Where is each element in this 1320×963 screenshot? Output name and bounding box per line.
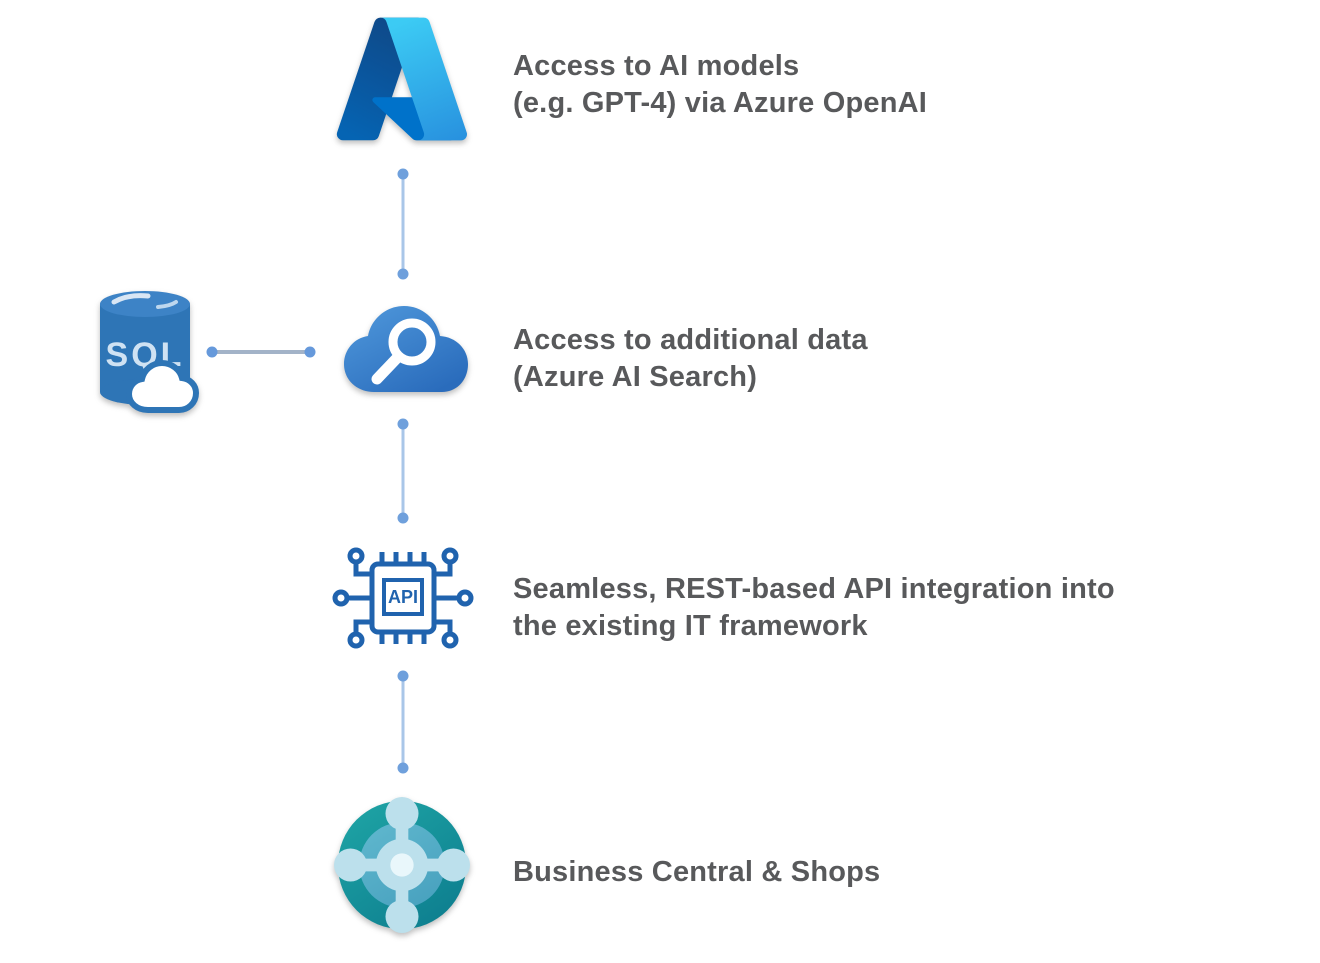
azure-ai-search-icon xyxy=(330,292,482,410)
api-chip-graphic: API xyxy=(332,547,474,649)
caption-business-central-line1: Business Central & Shops xyxy=(513,856,881,888)
magnifier-icon xyxy=(388,318,436,366)
caption-azure-openai-line1: Access to AI models xyxy=(513,50,800,82)
caption-azure-openai-line2: (e.g. GPT-4) via Azure OpenAI xyxy=(513,87,928,119)
api-label: API xyxy=(388,587,418,607)
caption-azure-openai: Access to AI models (e.g. GPT-4) via Azu… xyxy=(513,48,927,122)
business-central-graphic xyxy=(334,797,470,933)
caption-business-central: Business Central & Shops xyxy=(513,854,880,891)
business-central-icon xyxy=(334,796,470,934)
caption-ai-search-line2: (Azure AI Search) xyxy=(513,361,758,393)
connector-azure-to-search xyxy=(397,168,409,280)
azure-logo-graphic xyxy=(336,17,468,141)
caption-api-integration-line2: the existing IT framework xyxy=(513,610,868,642)
sql-database-icon: SQL xyxy=(92,286,210,416)
caption-api-integration-line1: Seamless, REST-based API integration int… xyxy=(513,573,1115,605)
api-chip-icon: API xyxy=(324,542,480,658)
connector-search-to-api xyxy=(397,418,409,524)
caption-ai-search: Access to additional data (Azure AI Sear… xyxy=(513,322,868,396)
connector-sql-to-search xyxy=(206,346,316,358)
caption-api-integration: Seamless, REST-based API integration int… xyxy=(513,571,1115,645)
caption-ai-search-line1: Access to additional data xyxy=(513,324,868,356)
connector-api-to-bc xyxy=(397,670,409,774)
search-cloud-graphic xyxy=(344,306,468,392)
azure-logo xyxy=(328,8,476,150)
sql-database-graphic: SQL xyxy=(100,291,200,413)
